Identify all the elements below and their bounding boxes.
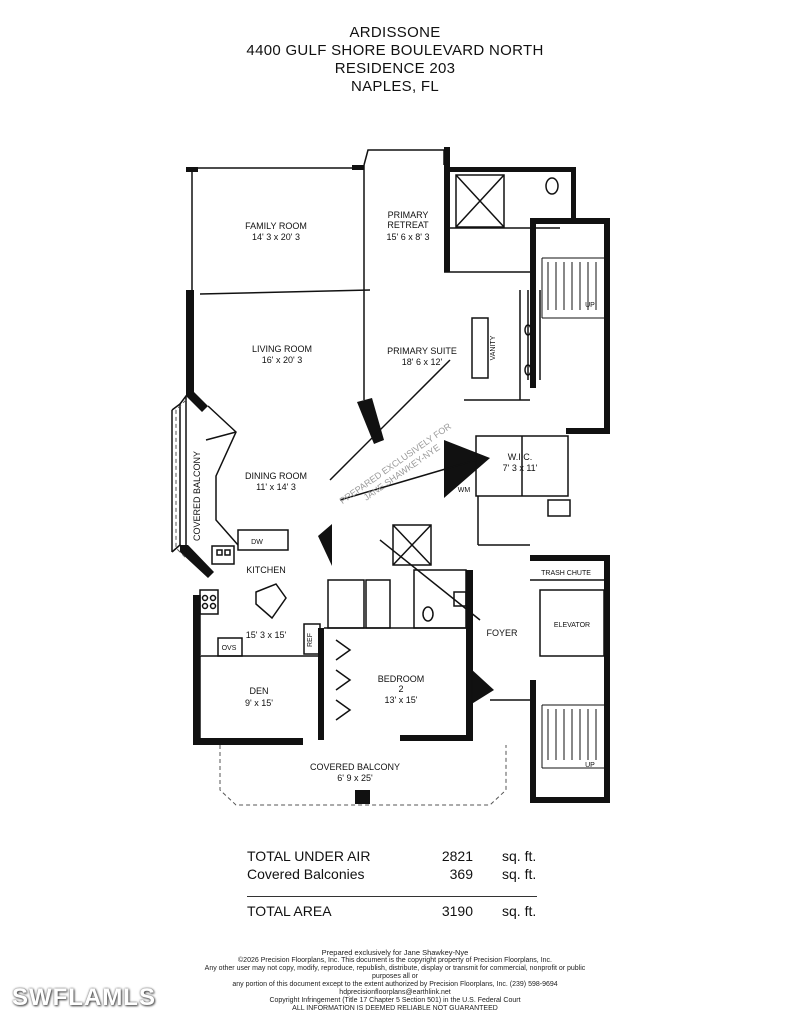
total-under-air-value: 2821 bbox=[441, 848, 473, 864]
covered-balcony-bottom-label: COVERED BALCONY bbox=[310, 762, 400, 772]
covered-balcony-bottom-dim: 6' 9 x 25' bbox=[337, 773, 373, 783]
dishwasher-label: DW bbox=[251, 539, 263, 546]
covered-balcony-side-label: COVERED BALCONY bbox=[192, 451, 202, 541]
footer-disclaimer: ALL INFORMATION IS DEEMED RELIABLE NOT G… bbox=[292, 1005, 498, 1012]
totals-divider bbox=[247, 896, 537, 897]
total-area-label: TOTAL AREA bbox=[247, 903, 332, 919]
total-area-unit: sq. ft. bbox=[502, 903, 537, 919]
total-under-air-row: TOTAL UNDER AIR 2821 sq. ft. bbox=[247, 848, 537, 866]
balcony-outlines bbox=[175, 399, 507, 806]
total-under-air-label: TOTAL UNDER AIR bbox=[247, 848, 371, 864]
primary-suite-dim: 18' 6 x 12' bbox=[402, 357, 443, 367]
thick-walls bbox=[180, 147, 610, 804]
covered-balconies-value: 369 bbox=[449, 866, 473, 882]
area-totals: TOTAL UNDER AIR 2821 sq. ft. Covered Bal… bbox=[247, 848, 537, 921]
mls-logo: SWFLAMLS bbox=[12, 984, 156, 1011]
primary-suite-label: PRIMARY SUITE bbox=[387, 346, 457, 356]
floor-plan: FAMILY ROOM 14' 3 x 20' 3 PRIMARY RETREA… bbox=[171, 147, 610, 806]
residence-number: RESIDENCE 203 bbox=[334, 60, 456, 77]
building-name: ARDISSONE bbox=[349, 24, 441, 41]
footer-infringement: Copyright Infringement (Title 17 Chapter… bbox=[269, 997, 521, 1004]
kitchen-dim: 15' 3 x 15' bbox=[246, 630, 287, 640]
dining-room-label: DINING ROOM bbox=[245, 471, 307, 481]
covered-balconies-row: Covered Balconies 369 sq. ft. bbox=[247, 866, 537, 884]
living-room-dim: 16' x 20' 3 bbox=[262, 355, 302, 365]
foyer-label: FOYER bbox=[486, 628, 518, 638]
bedroom-2-label-1: BEDROOM bbox=[378, 674, 425, 684]
refrigerator-label: REF bbox=[307, 633, 314, 647]
family-room-dim: 14' 3 x 20' 3 bbox=[252, 232, 300, 242]
covered-balconies-unit: sq. ft. bbox=[502, 866, 537, 882]
bedroom-2-label-2: 2 bbox=[398, 684, 403, 694]
city-state: NAPLES, FL bbox=[350, 78, 440, 95]
stair-1-up-label: UP bbox=[585, 302, 595, 309]
elevator-label: ELEVATOR bbox=[554, 622, 590, 629]
footer-usage: Any other user may not copy, modify, rep… bbox=[204, 965, 586, 980]
dining-room-dim: 11' x 14' 3 bbox=[256, 482, 296, 492]
living-room-label: LIVING ROOM bbox=[252, 344, 312, 354]
primary-retreat-label-1: PRIMARY bbox=[388, 210, 429, 220]
washer-label: WM bbox=[458, 487, 471, 494]
primary-retreat-dim: 15' 6 x 8' 3 bbox=[387, 232, 430, 242]
trash-chute-label: TRASH CHUTE bbox=[541, 570, 591, 577]
family-room-label: FAMILY ROOM bbox=[245, 221, 307, 231]
total-area-row: TOTAL AREA 3190 sq. ft. bbox=[247, 903, 537, 921]
wic-dim: 7' 3 x 11' bbox=[503, 463, 538, 473]
plan-title-block: ARDISSONE 4400 GULF SHORE BOULEVARD NORT… bbox=[0, 24, 790, 96]
total-area-value: 3190 bbox=[441, 903, 473, 919]
wic-label: W.I.C. bbox=[508, 452, 533, 462]
total-under-air-unit: sq. ft. bbox=[502, 848, 537, 864]
footer-authorization: any portion of this document except to t… bbox=[232, 981, 558, 996]
watermark-line-1: PREPARED EXCLUSIVELY FOR bbox=[338, 421, 454, 506]
footer-copyright: ©2026 Precision Floorplans, Inc. This do… bbox=[238, 957, 552, 964]
den-label: DEN bbox=[249, 686, 268, 696]
street-address: 4400 GULF SHORE BOULEVARD NORTH bbox=[246, 42, 544, 59]
copyright-footer: Prepared exclusively for Jane Shawkey-Ny… bbox=[190, 949, 600, 1013]
primary-retreat-label-2: RETREAT bbox=[387, 220, 429, 230]
thin-walls bbox=[171, 149, 605, 740]
stair-2-up-label: UP bbox=[585, 762, 595, 769]
den-dim: 9' x 15' bbox=[245, 698, 273, 708]
stairs bbox=[541, 257, 604, 769]
footer-prepared-for: Prepared exclusively for Jane Shawkey-Ny… bbox=[321, 948, 469, 957]
watermark: PREPARED EXCLUSIVELY FOR JANE SHAWKEY-NY… bbox=[338, 421, 454, 506]
bedroom-2-dim: 13' x 15' bbox=[385, 695, 418, 705]
kitchen-label: KITCHEN bbox=[246, 565, 286, 575]
ovens-label: OVS bbox=[222, 645, 237, 652]
vanity-label: VANITY bbox=[490, 335, 497, 360]
covered-balconies-label: Covered Balconies bbox=[247, 866, 365, 882]
